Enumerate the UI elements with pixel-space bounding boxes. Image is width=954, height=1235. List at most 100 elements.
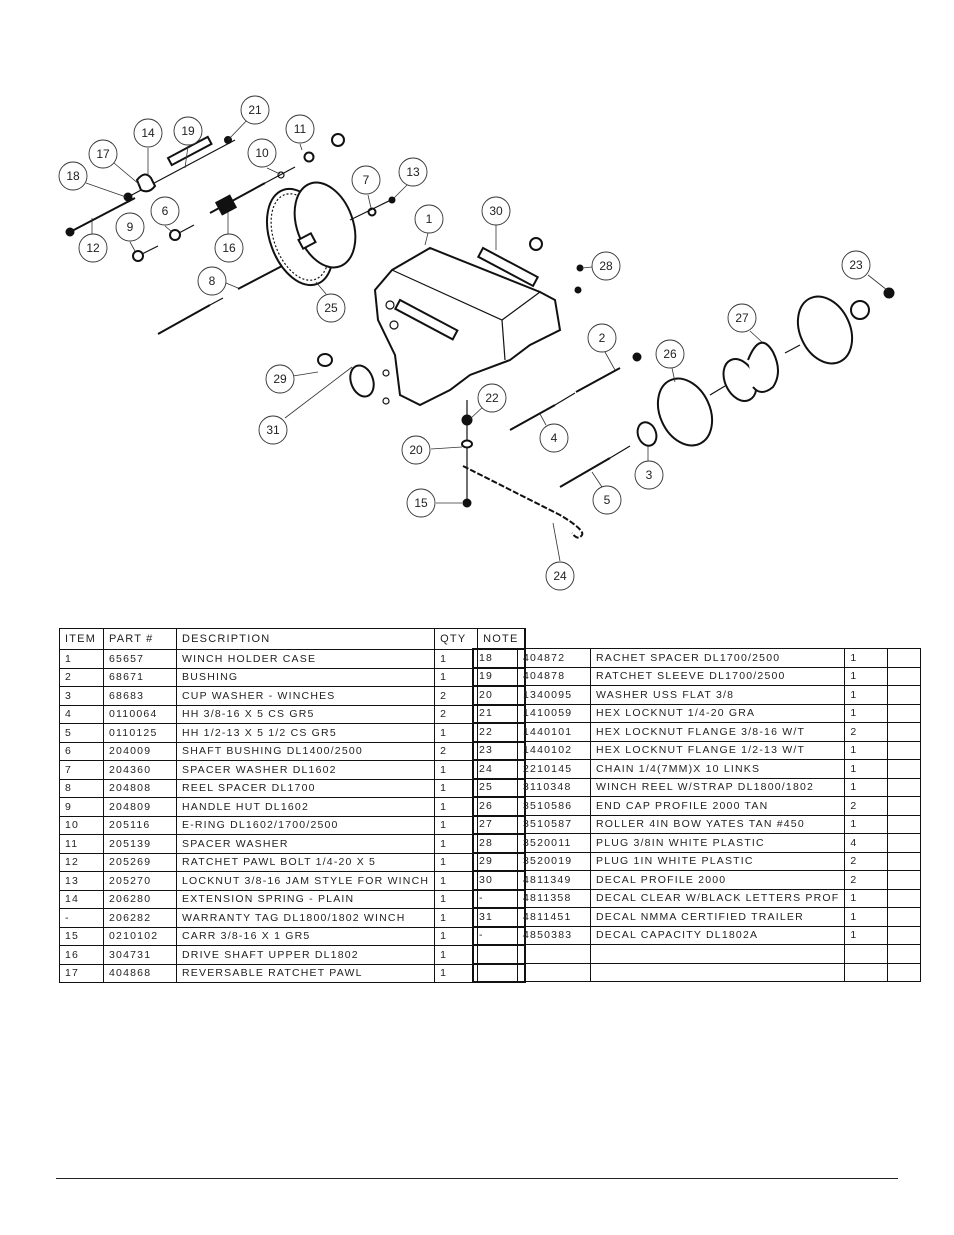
part-number-cell: 0110125 [103, 723, 177, 743]
qty-cell: 1 [844, 703, 889, 723]
part-number-cell: 204360 [103, 760, 177, 780]
item-cell: 10 [59, 815, 104, 835]
callout-label: 6 [162, 204, 169, 218]
description-cell: DECAL PROFILE 2000 [589, 870, 846, 890]
description-cell: WARRANTY TAG DL1800/1802 WINCH [175, 908, 436, 928]
callout-label: 20 [409, 443, 423, 457]
callout-24: 24 [545, 561, 575, 591]
note-cell [887, 944, 922, 964]
part-number-cell: 205270 [103, 871, 177, 891]
qty-cell [844, 944, 889, 964]
item-cell: 6 [59, 741, 104, 761]
qty-cell: 2 [844, 722, 889, 742]
callout-label: 13 [406, 165, 420, 179]
description-cell: PLUG 3/8IN WHITE PLASTIC [589, 833, 846, 853]
item-cell: - [472, 888, 518, 908]
part-number-cell: 4850383 [517, 925, 591, 945]
part-number-cell: 65657 [103, 649, 177, 669]
item-cell: 22 [472, 722, 518, 742]
part-number-cell: 304731 [103, 945, 177, 965]
item-cell: 15 [59, 926, 104, 946]
note-cell [887, 925, 922, 945]
part-number-cell: 3510587 [517, 814, 591, 834]
item-cell: - [59, 908, 104, 928]
note-cell [887, 870, 922, 890]
item-cell [472, 944, 518, 964]
bolt-5-drawing [559, 457, 611, 488]
part-number-cell: 404878 [517, 666, 591, 686]
part-number-cell [517, 962, 591, 982]
callout-label: 30 [489, 204, 503, 218]
callout-23: 23 [841, 250, 871, 280]
callout-5: 5 [592, 485, 622, 515]
bushing-drawing [331, 133, 345, 147]
qty-cell: 1 [844, 888, 889, 908]
callout-label: 10 [255, 146, 269, 160]
decal-profile-drawing [476, 246, 540, 288]
reel-spacer-drawing [237, 265, 283, 290]
item-cell: 1 [59, 649, 104, 669]
callout-label: 18 [66, 169, 80, 183]
plug-28-drawing [529, 237, 543, 251]
description-cell: REVERSABLE RATCHET PAWL [175, 963, 436, 983]
item-cell: 12 [59, 852, 104, 872]
description-cell: END CAP PROFILE 2000 TAN [589, 796, 846, 816]
qty-cell: 2 [844, 796, 889, 816]
header-description: DESCRIPTION [175, 628, 436, 650]
item-cell: 13 [59, 871, 104, 891]
callout-label: 27 [735, 311, 749, 325]
header-note: NOTE [477, 628, 526, 650]
table-row [472, 944, 922, 964]
note-cell [887, 796, 922, 816]
footer-divider [56, 1178, 898, 1179]
callout-28: 28 [591, 251, 621, 281]
description-cell: SHAFT BUSHING DL1400/2500 [175, 741, 436, 761]
bolt-drawing [157, 304, 211, 335]
spacer-washer-11-drawing [303, 151, 315, 163]
qty-cell: 1 [844, 814, 889, 834]
plug-29-drawing [317, 353, 333, 367]
callout-1: 1 [414, 204, 444, 234]
item-cell: 27 [472, 814, 518, 834]
note-cell [887, 851, 922, 871]
note-cell [887, 962, 922, 982]
drive-gear-drawing [214, 194, 238, 216]
callout-label: 8 [209, 274, 216, 288]
description-cell: REEL SPACER DL1700 [175, 778, 436, 798]
callout-18: 18 [58, 161, 88, 191]
qty-cell: 1 [844, 740, 889, 760]
note-cell [887, 722, 922, 742]
washer-drawing [850, 300, 870, 320]
callout-25: 25 [316, 293, 346, 323]
part-number-cell: 3520011 [517, 833, 591, 853]
item-cell: 26 [472, 796, 518, 816]
callout-10: 10 [247, 138, 277, 168]
description-cell: RACHET SPACER DL1700/2500 [589, 648, 846, 668]
item-cell: 31 [472, 907, 518, 927]
callout-label: 22 [485, 391, 499, 405]
part-number-cell: 205139 [103, 834, 177, 854]
callout-label: 24 [553, 569, 567, 583]
qty-cell: 1 [844, 685, 889, 705]
table-header-row: ITEM PART # DESCRIPTION QTY NOTE [59, 628, 526, 650]
qty-cell: 1 [844, 907, 889, 927]
part-number-cell: 4811358 [517, 888, 591, 908]
item-cell: 29 [472, 851, 518, 871]
shaft-bushing-drawing [169, 229, 181, 241]
description-cell: DECAL CLEAR W/BLACK LETTERS PROF [589, 888, 846, 908]
diagram-callouts: 21 14 19 11 17 10 18 7 13 6 9 12 16 1 30… [58, 95, 888, 591]
bushing-2-drawing [575, 367, 621, 393]
description-cell: HEX LOCKNUT FLANGE 1/2-13 W/T [589, 740, 846, 760]
callout-label: 4 [551, 431, 558, 445]
description-cell: RATCHET SLEEVE DL1700/2500 [589, 666, 846, 686]
e-ring-drawing [277, 171, 285, 179]
